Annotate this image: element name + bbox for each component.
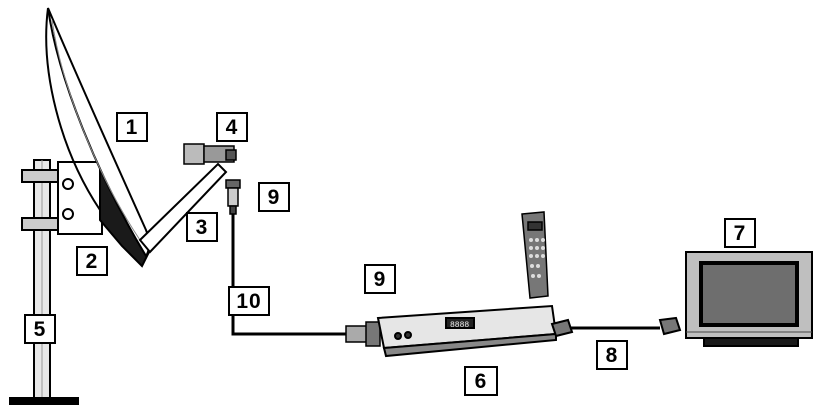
label-cable: 10 — [228, 286, 270, 316]
label-receiver-top: 9 — [364, 264, 396, 294]
receiver-display: 8888 — [450, 321, 469, 330]
lnb — [183, 143, 237, 165]
scart-cable — [550, 316, 682, 338]
label-mast: 5 — [24, 314, 56, 344]
satellite-receiver — [376, 304, 558, 358]
receiver-connector — [345, 321, 381, 347]
coax-cable — [231, 214, 350, 336]
label-dish: 1 — [116, 112, 148, 142]
label-tv: 7 — [724, 218, 756, 248]
remote-control — [521, 211, 549, 299]
television — [685, 251, 813, 347]
label-receiver: 6 — [464, 366, 498, 396]
label-bracket: 2 — [76, 246, 108, 276]
label-scart: 8 — [596, 340, 628, 370]
label-lnb: 4 — [216, 112, 248, 142]
f-connector — [225, 179, 241, 215]
label-connector: 9 — [258, 182, 290, 212]
label-arm: 3 — [186, 212, 218, 242]
feed-arm — [138, 162, 228, 254]
